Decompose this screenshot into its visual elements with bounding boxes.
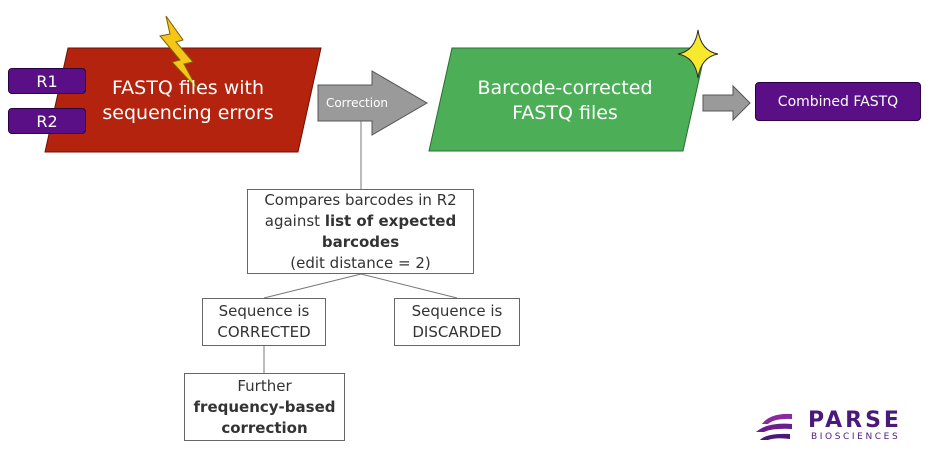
discarded-line1: Sequence is: [411, 302, 503, 320]
compare-line2-bold: list of expected: [324, 211, 457, 230]
further-line3: correction: [221, 418, 307, 439]
read1-badge: R1: [8, 68, 86, 94]
compare-line2-prefix: against: [264, 211, 325, 230]
output-label-line1: Barcode-corrected: [477, 77, 653, 99]
output-label: Barcode-corrected FASTQ files: [460, 76, 670, 126]
logo-subtitle: BIOSCIENCES: [811, 432, 901, 442]
discarded-line2: DISCARDED: [412, 323, 502, 341]
logo-wordmark: PARSE: [808, 408, 902, 433]
compare-line2: against list of expected: [265, 211, 456, 232]
read2-badge: R2: [8, 108, 86, 134]
compare-line3-bold: barcodes: [321, 232, 400, 251]
input-label-line1: FASTQ files with: [111, 77, 265, 99]
compare-line3: barcodes: [322, 232, 399, 253]
input-label-line2: sequencing errors: [102, 102, 274, 124]
input-label: FASTQ files with sequencing errors: [88, 76, 288, 126]
compare-line4: (edit distance = 2): [290, 253, 431, 272]
combined-fastq-badge: Combined FASTQ: [755, 82, 921, 121]
output-fastq-shape: [428, 47, 707, 152]
corrected-line1: Sequence is: [218, 302, 310, 320]
further-line3-bold: correction: [221, 418, 308, 437]
lightning-bolt-icon: [159, 15, 199, 91]
further-line2: frequency-based: [194, 397, 336, 418]
connector-compare-to-corrected: [263, 273, 362, 299]
compare-line1: Compares barcodes in R2: [264, 190, 457, 209]
connector-compare-to-discarded: [360, 273, 458, 299]
sparkle-star-icon: [677, 29, 719, 79]
further-correction-box: Further frequency-based correction: [184, 373, 345, 441]
combine-arrow: [702, 84, 751, 122]
read1-label: R1: [36, 71, 58, 91]
correction-arrow: [317, 70, 428, 136]
corrected-line2: CORRECTED: [217, 323, 311, 341]
correction-label: Correction: [325, 96, 389, 110]
combined-fastq-label: Combined FASTQ: [777, 93, 899, 110]
parse-logo-icon: [756, 413, 792, 440]
output-label-line2: FASTQ files: [512, 102, 618, 124]
further-line2-bold: frequency-based: [193, 397, 336, 416]
read2-label: R2: [36, 111, 58, 131]
further-line1: Further: [237, 376, 292, 395]
sequence-corrected-box: Sequence is CORRECTED: [202, 298, 326, 346]
sequence-discarded-box: Sequence is DISCARDED: [394, 298, 520, 346]
compare-barcodes-box: Compares barcodes in R2 against list of …: [247, 189, 474, 274]
